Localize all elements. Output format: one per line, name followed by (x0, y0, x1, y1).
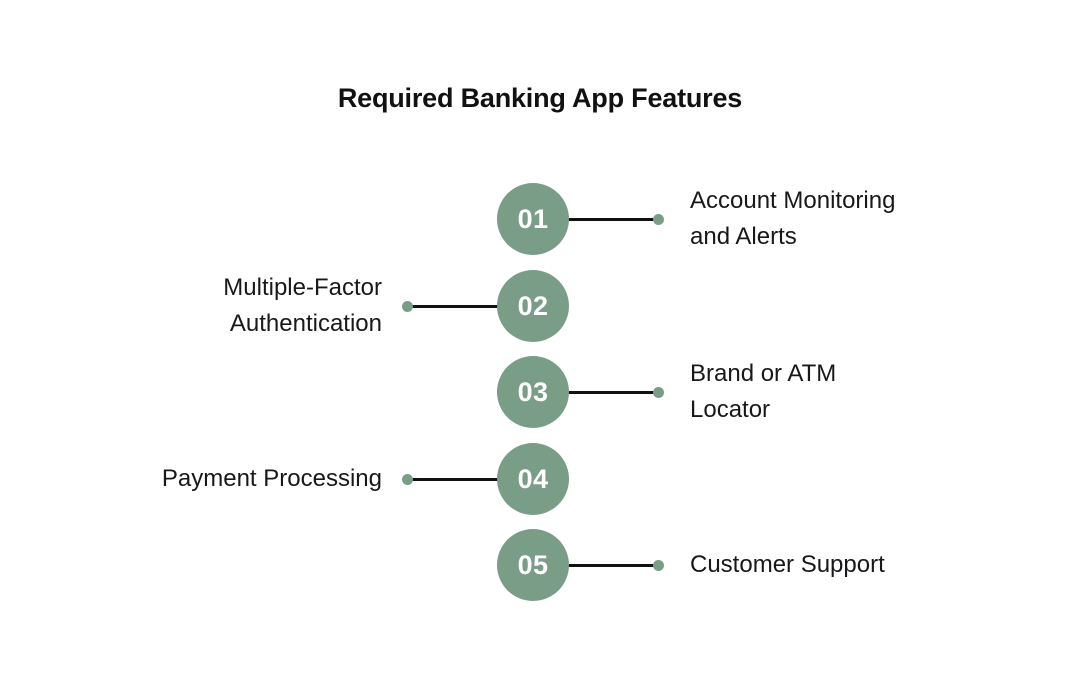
step-number: 02 (517, 291, 549, 321)
feature-label-03: Brand or ATM Locator (690, 360, 837, 423)
connector-line (407, 478, 507, 481)
step-number: 04 (517, 464, 549, 494)
connector-dot-icon (653, 214, 664, 225)
feature-label-01: Account Monitoring and Alerts (690, 187, 896, 250)
page-title: Required Banking App Features (337, 83, 743, 113)
connector-line (560, 564, 659, 567)
step-number: 03 (517, 377, 549, 407)
step-number: 05 (517, 550, 549, 580)
connector-line (407, 305, 507, 308)
connector-dot-icon (402, 474, 413, 485)
step-circle-03[interactable]: 03 (497, 356, 569, 428)
step-circle-02[interactable]: 02 (497, 270, 569, 342)
step-circle-01[interactable]: 01 (497, 183, 569, 255)
connector-dot-icon (402, 301, 413, 312)
feature-label-05: Customer Support (690, 551, 885, 578)
connector-dot-icon (653, 560, 664, 571)
connector-line (560, 391, 659, 394)
step-circle-05[interactable]: 05 (497, 529, 569, 601)
feature-label-02: Multiple-Factor Authentication (223, 274, 382, 337)
connector-dot-icon (653, 387, 664, 398)
step-number: 01 (517, 204, 549, 234)
feature-label-04: Payment Processing (161, 465, 382, 492)
connector-line (560, 218, 659, 221)
step-circle-04[interactable]: 04 (497, 443, 569, 515)
